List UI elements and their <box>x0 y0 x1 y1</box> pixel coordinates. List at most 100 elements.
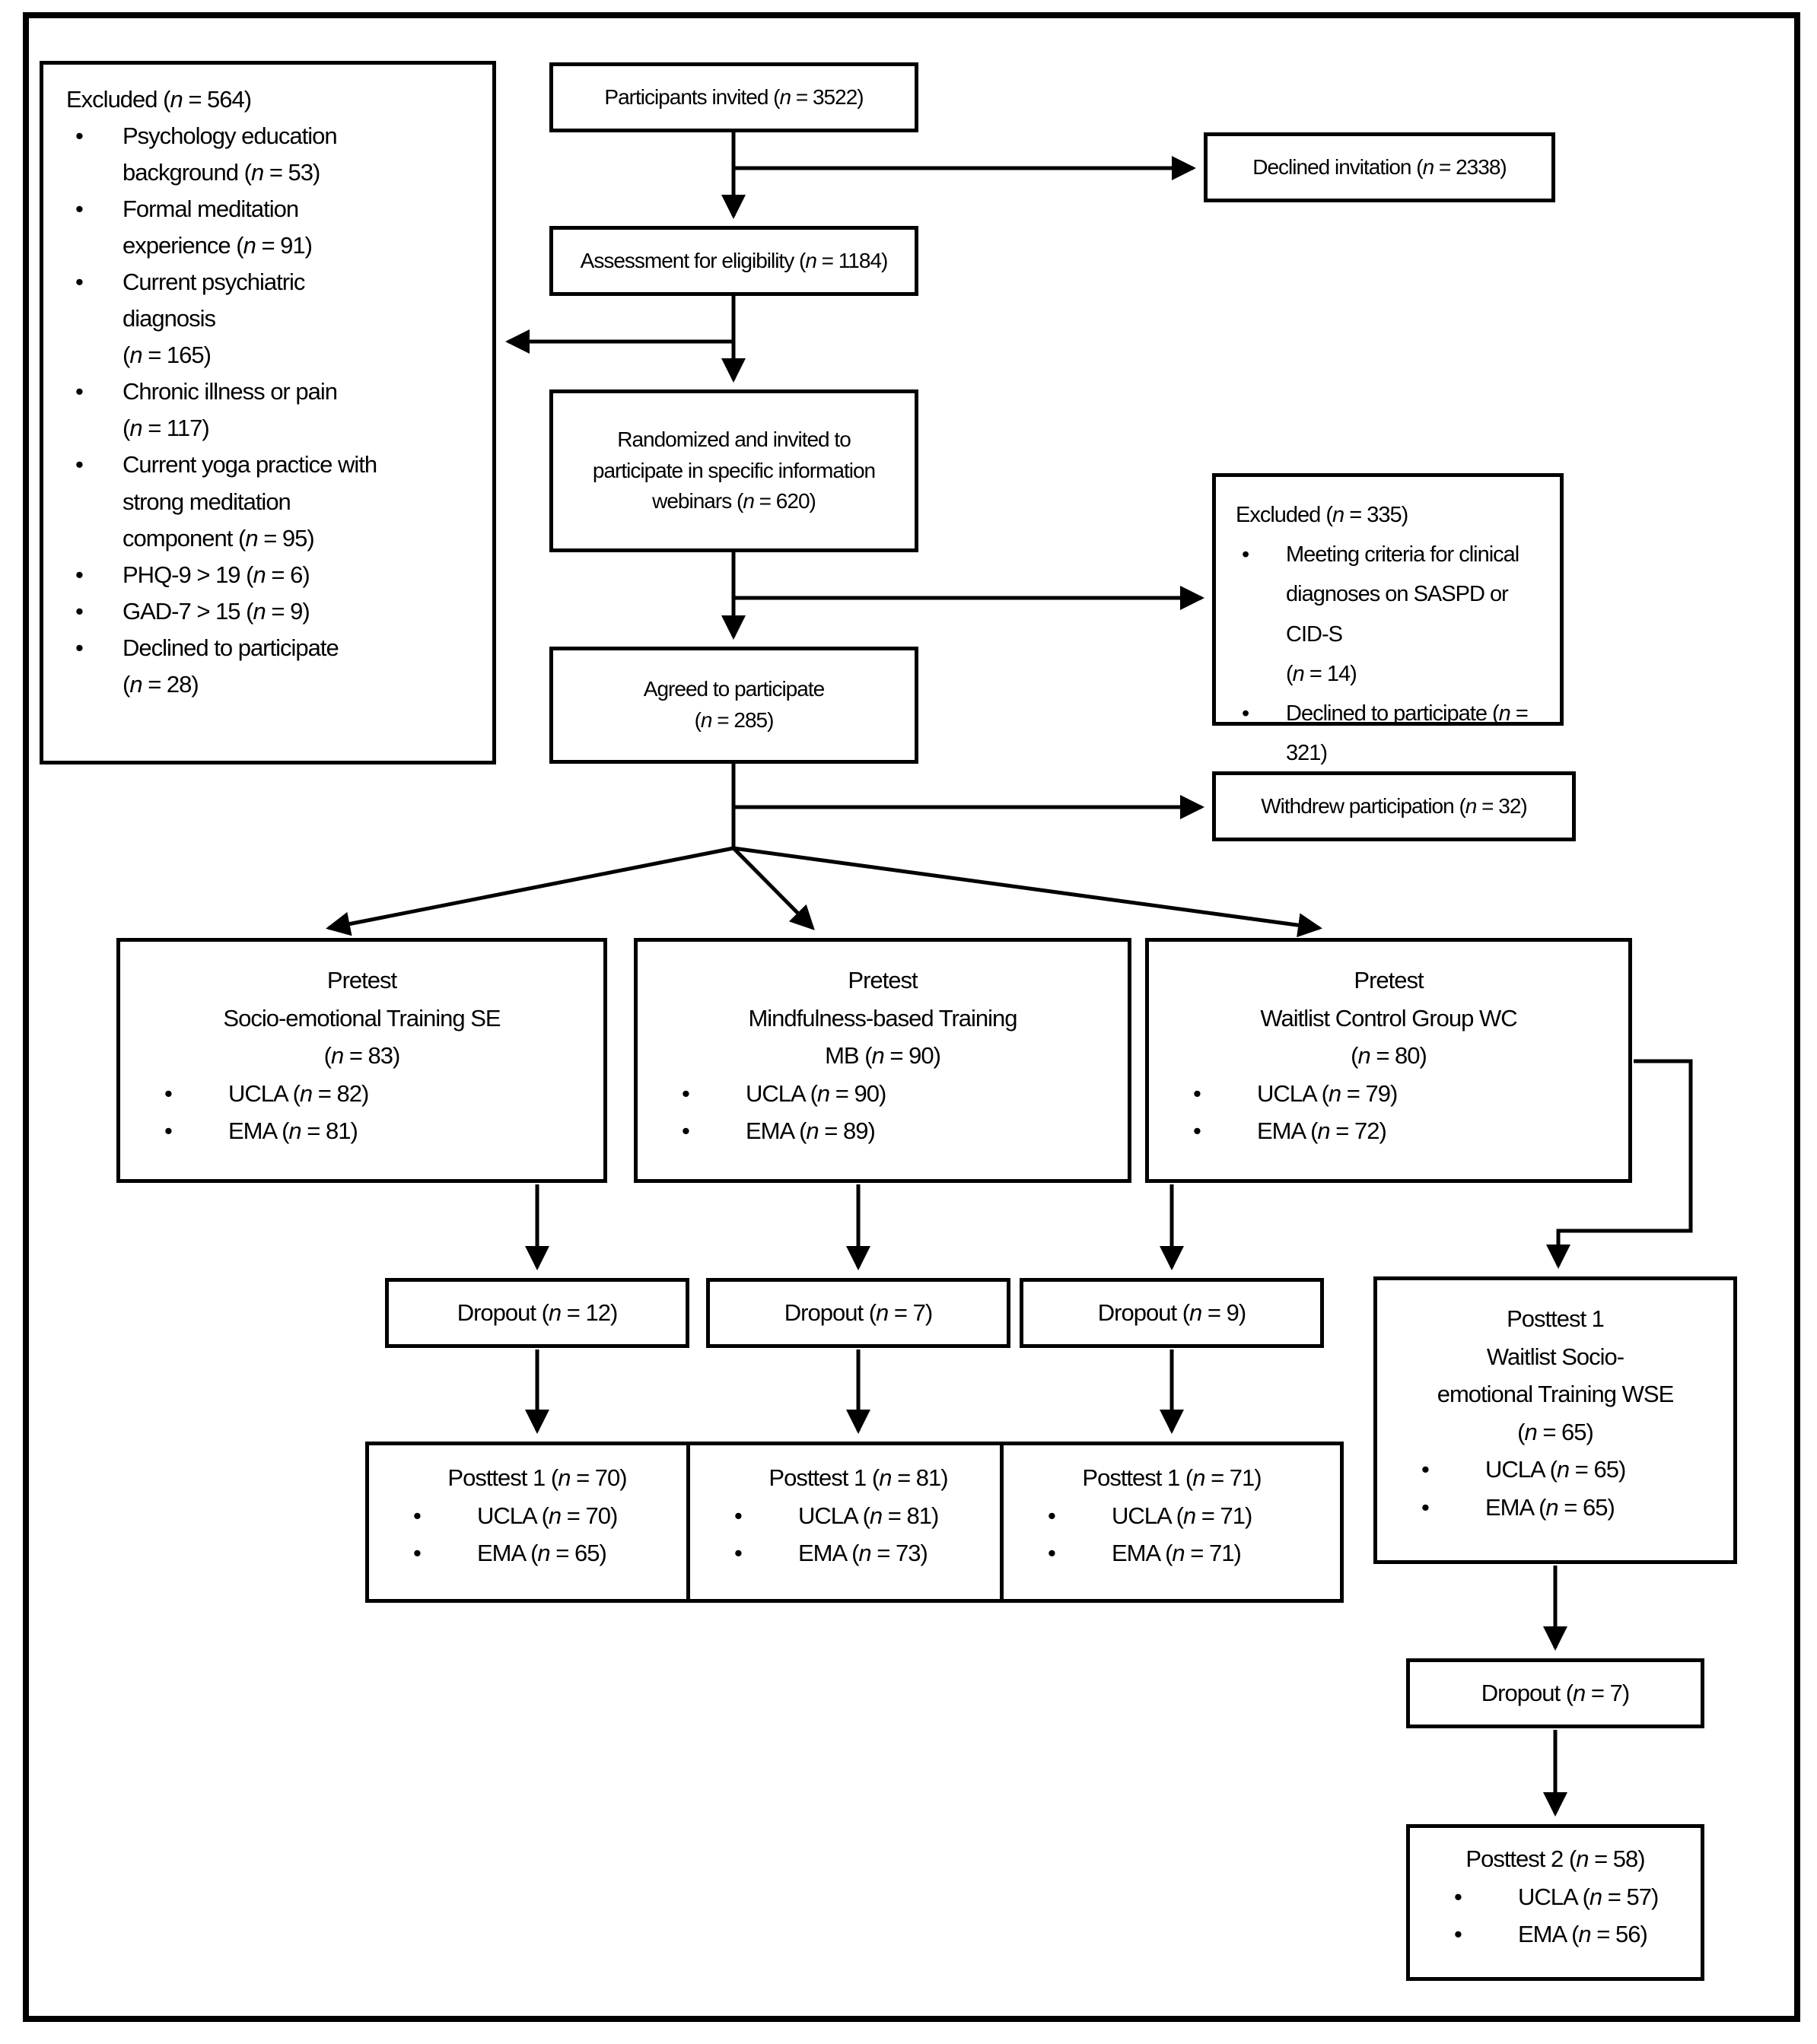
connector-split-pretest-wc <box>733 846 1322 938</box>
bullet-icon: • <box>1193 1117 1201 1145</box>
posttest2-wse-title: Posttest 2 (n = 58) <box>1465 1845 1645 1872</box>
participants-invited-label: Participants invited (n = 3522) <box>604 84 864 109</box>
exclusion-reason-item: • Psychology education background (n = 5… <box>66 118 479 191</box>
measure-item: • UCLA (n = 79) <box>1182 1075 1628 1113</box>
participants-invited-box: Participants invited (n = 3522) <box>549 62 918 132</box>
measure-item: • UCLA (n = 90) <box>671 1075 1128 1113</box>
exclusion-reason-item: • Declined to participate (n = 321) <box>1236 694 1549 773</box>
connector-split-pretest-mb <box>732 847 815 930</box>
assessment-eligibility-box: Assessment for eligibility (n = 1184) <box>549 226 918 296</box>
pretest-se-title: Pretest Socio-emotional Training SE (n =… <box>223 967 501 1070</box>
posttest1-se-box: Posttest 1 (n = 70) • UCLA (n = 70) • EM… <box>365 1442 709 1603</box>
measure-item: • EMA (n = 65) <box>1411 1489 1733 1527</box>
pretest-wc-box: Pretest Waitlist Control Group WC (n = 8… <box>1145 938 1632 1183</box>
withdrew-participation-label: Withdrew participation (n = 32) <box>1261 793 1528 818</box>
pretest-se-list: • UCLA (n = 82) • EMA (n = 81) <box>120 1075 603 1150</box>
randomized-webinars-box: Randomized and invited to participate in… <box>549 389 918 552</box>
exclusion-reason-item: • GAD-7 > 15 (n = 9) <box>66 593 479 630</box>
pretest-mb-list: • UCLA (n = 90) • EMA (n = 89) <box>638 1075 1128 1150</box>
bullet-icon: • <box>164 1079 173 1107</box>
posttest1-mb-list: • UCLA (n = 81) • EMA (n = 73) <box>690 1497 1026 1572</box>
bullet-icon: • <box>1193 1079 1201 1107</box>
bullet-icon: • <box>75 195 84 223</box>
bullet-icon: • <box>75 122 84 150</box>
exclusion-reason-item: • Meeting criteria for clinical diagnose… <box>1236 535 1549 694</box>
bullet-icon: • <box>1048 1502 1056 1529</box>
bullet-icon: • <box>1242 701 1249 726</box>
connector-wc-wse-elbow <box>1546 1059 1693 1269</box>
excluded-randomization-list: • Meeting criteria for clinical diagnose… <box>1236 535 1549 773</box>
measure-item: • UCLA (n = 57) <box>1443 1878 1701 1916</box>
agreed-participate-label: Agreed to participate (n = 285) <box>643 677 825 732</box>
agreed-participate-box: Agreed to participate (n = 285) <box>549 647 918 764</box>
posttest1-wc-list: • UCLA (n = 71) • EMA (n = 71) <box>1004 1497 1340 1572</box>
bullet-icon: • <box>164 1117 173 1145</box>
measure-item: • UCLA (n = 70) <box>403 1497 705 1535</box>
bullet-icon: • <box>75 451 84 478</box>
bullet-icon: • <box>734 1540 743 1567</box>
posttest1-wse-list: • UCLA (n = 65) • EMA (n = 65) <box>1377 1451 1733 1526</box>
bullet-icon: • <box>75 561 84 588</box>
bullet-icon: • <box>75 634 84 661</box>
posttest2-wse-box: Posttest 2 (n = 58) • UCLA (n = 57) • EM… <box>1406 1824 1704 1981</box>
excluded-screening-box: Excluded (n = 564) • Psychology educatio… <box>40 61 496 765</box>
bullet-icon: • <box>1454 1921 1462 1948</box>
dropout-se-label: Dropout (n = 12) <box>457 1299 619 1326</box>
dropout-wc-box: Dropout (n = 9) <box>1020 1278 1324 1348</box>
declined-invitation-label: Declined invitation (n = 2338) <box>1252 154 1507 179</box>
excluded-randomization-title: Excluded (n = 335) <box>1236 503 1408 527</box>
bullet-icon: • <box>75 597 84 625</box>
assessment-eligibility-label: Assessment for eligibility (n = 1184) <box>580 248 889 272</box>
bullet-icon: • <box>75 269 84 296</box>
posttest1-wse-title: Posttest 1 Waitlist Socio- emotional Tra… <box>1437 1305 1675 1445</box>
dropout-wc-label: Dropout (n = 9) <box>1097 1299 1246 1326</box>
dropout-mb-box: Dropout (n = 7) <box>706 1278 1010 1348</box>
pretest-mb-box: Pretest Mindfulness-based Training MB (n… <box>634 938 1131 1183</box>
bullet-icon: • <box>1242 542 1249 567</box>
exclusion-reason-item: • Declined to participate (n = 28) <box>66 630 479 703</box>
bullet-icon: • <box>1421 1456 1430 1483</box>
dropout-wse-label: Dropout (n = 7) <box>1481 1679 1630 1706</box>
measure-item: • UCLA (n = 81) <box>724 1497 1026 1535</box>
bullet-icon: • <box>682 1117 690 1145</box>
bullet-icon: • <box>75 378 84 405</box>
pretest-wc-title: Pretest Waitlist Control Group WC (n = 8… <box>1260 967 1517 1070</box>
exclusion-reason-item: • Current psychiatric diagnosis (n = 165… <box>66 264 479 374</box>
dropout-wse-box: Dropout (n = 7) <box>1406 1658 1704 1728</box>
exclusion-reason-item: • Formal meditation experience (n = 91) <box>66 191 479 264</box>
measure-item: • UCLA (n = 65) <box>1411 1451 1733 1489</box>
measure-item: • EMA (n = 65) <box>403 1534 705 1572</box>
withdrew-participation-box: Withdrew participation (n = 32) <box>1212 771 1576 841</box>
posttest1-se-list: • UCLA (n = 70) • EMA (n = 65) <box>369 1497 705 1572</box>
declined-invitation-box: Declined invitation (n = 2338) <box>1204 132 1555 202</box>
posttest1-wc-title: Posttest 1 (n = 71) <box>1082 1464 1262 1491</box>
pretest-se-box: Pretest Socio-emotional Training SE (n =… <box>116 938 607 1183</box>
measure-item: • EMA (n = 72) <box>1182 1112 1628 1150</box>
pretest-wc-list: • UCLA (n = 79) • EMA (n = 72) <box>1149 1075 1628 1150</box>
excluded-screening-title: Excluded (n = 564) <box>66 86 252 113</box>
bullet-icon: • <box>413 1502 422 1529</box>
bullet-icon: • <box>413 1540 422 1567</box>
measure-item: • EMA (n = 71) <box>1037 1534 1340 1572</box>
posttest1-mb-title: Posttest 1 (n = 81) <box>768 1464 948 1491</box>
bullet-icon: • <box>1048 1540 1056 1567</box>
measure-item: • EMA (n = 89) <box>671 1112 1128 1150</box>
measure-item: • UCLA (n = 82) <box>154 1075 603 1113</box>
excluded-randomization-box: Excluded (n = 335) • Meeting criteria fo… <box>1212 473 1564 765</box>
exclusion-reason-item: • Current yoga practice with strong medi… <box>66 447 479 556</box>
exclusion-reason-item: • Chronic illness or pain (n = 117) <box>66 374 479 447</box>
posttest1-wc-box: Posttest 1 (n = 71) • UCLA (n = 71) • EM… <box>1000 1442 1344 1603</box>
measure-item: • EMA (n = 73) <box>724 1534 1026 1572</box>
dropout-mb-label: Dropout (n = 7) <box>784 1299 933 1326</box>
bullet-icon: • <box>682 1079 690 1107</box>
excluded-screening-list: • Psychology education background (n = 5… <box>66 118 479 703</box>
posttest2-wse-list: • UCLA (n = 57) • EMA (n = 56) <box>1410 1878 1701 1953</box>
bullet-icon: • <box>1454 1883 1462 1910</box>
measure-item: • UCLA (n = 71) <box>1037 1497 1340 1535</box>
bullet-icon: • <box>734 1502 743 1529</box>
connector-split-pretest-se <box>326 846 734 936</box>
measure-item: • EMA (n = 81) <box>154 1112 603 1150</box>
posttest1-wse-box: Posttest 1 Waitlist Socio- emotional Tra… <box>1373 1276 1737 1564</box>
posttest1-se-title: Posttest 1 (n = 70) <box>447 1464 627 1491</box>
